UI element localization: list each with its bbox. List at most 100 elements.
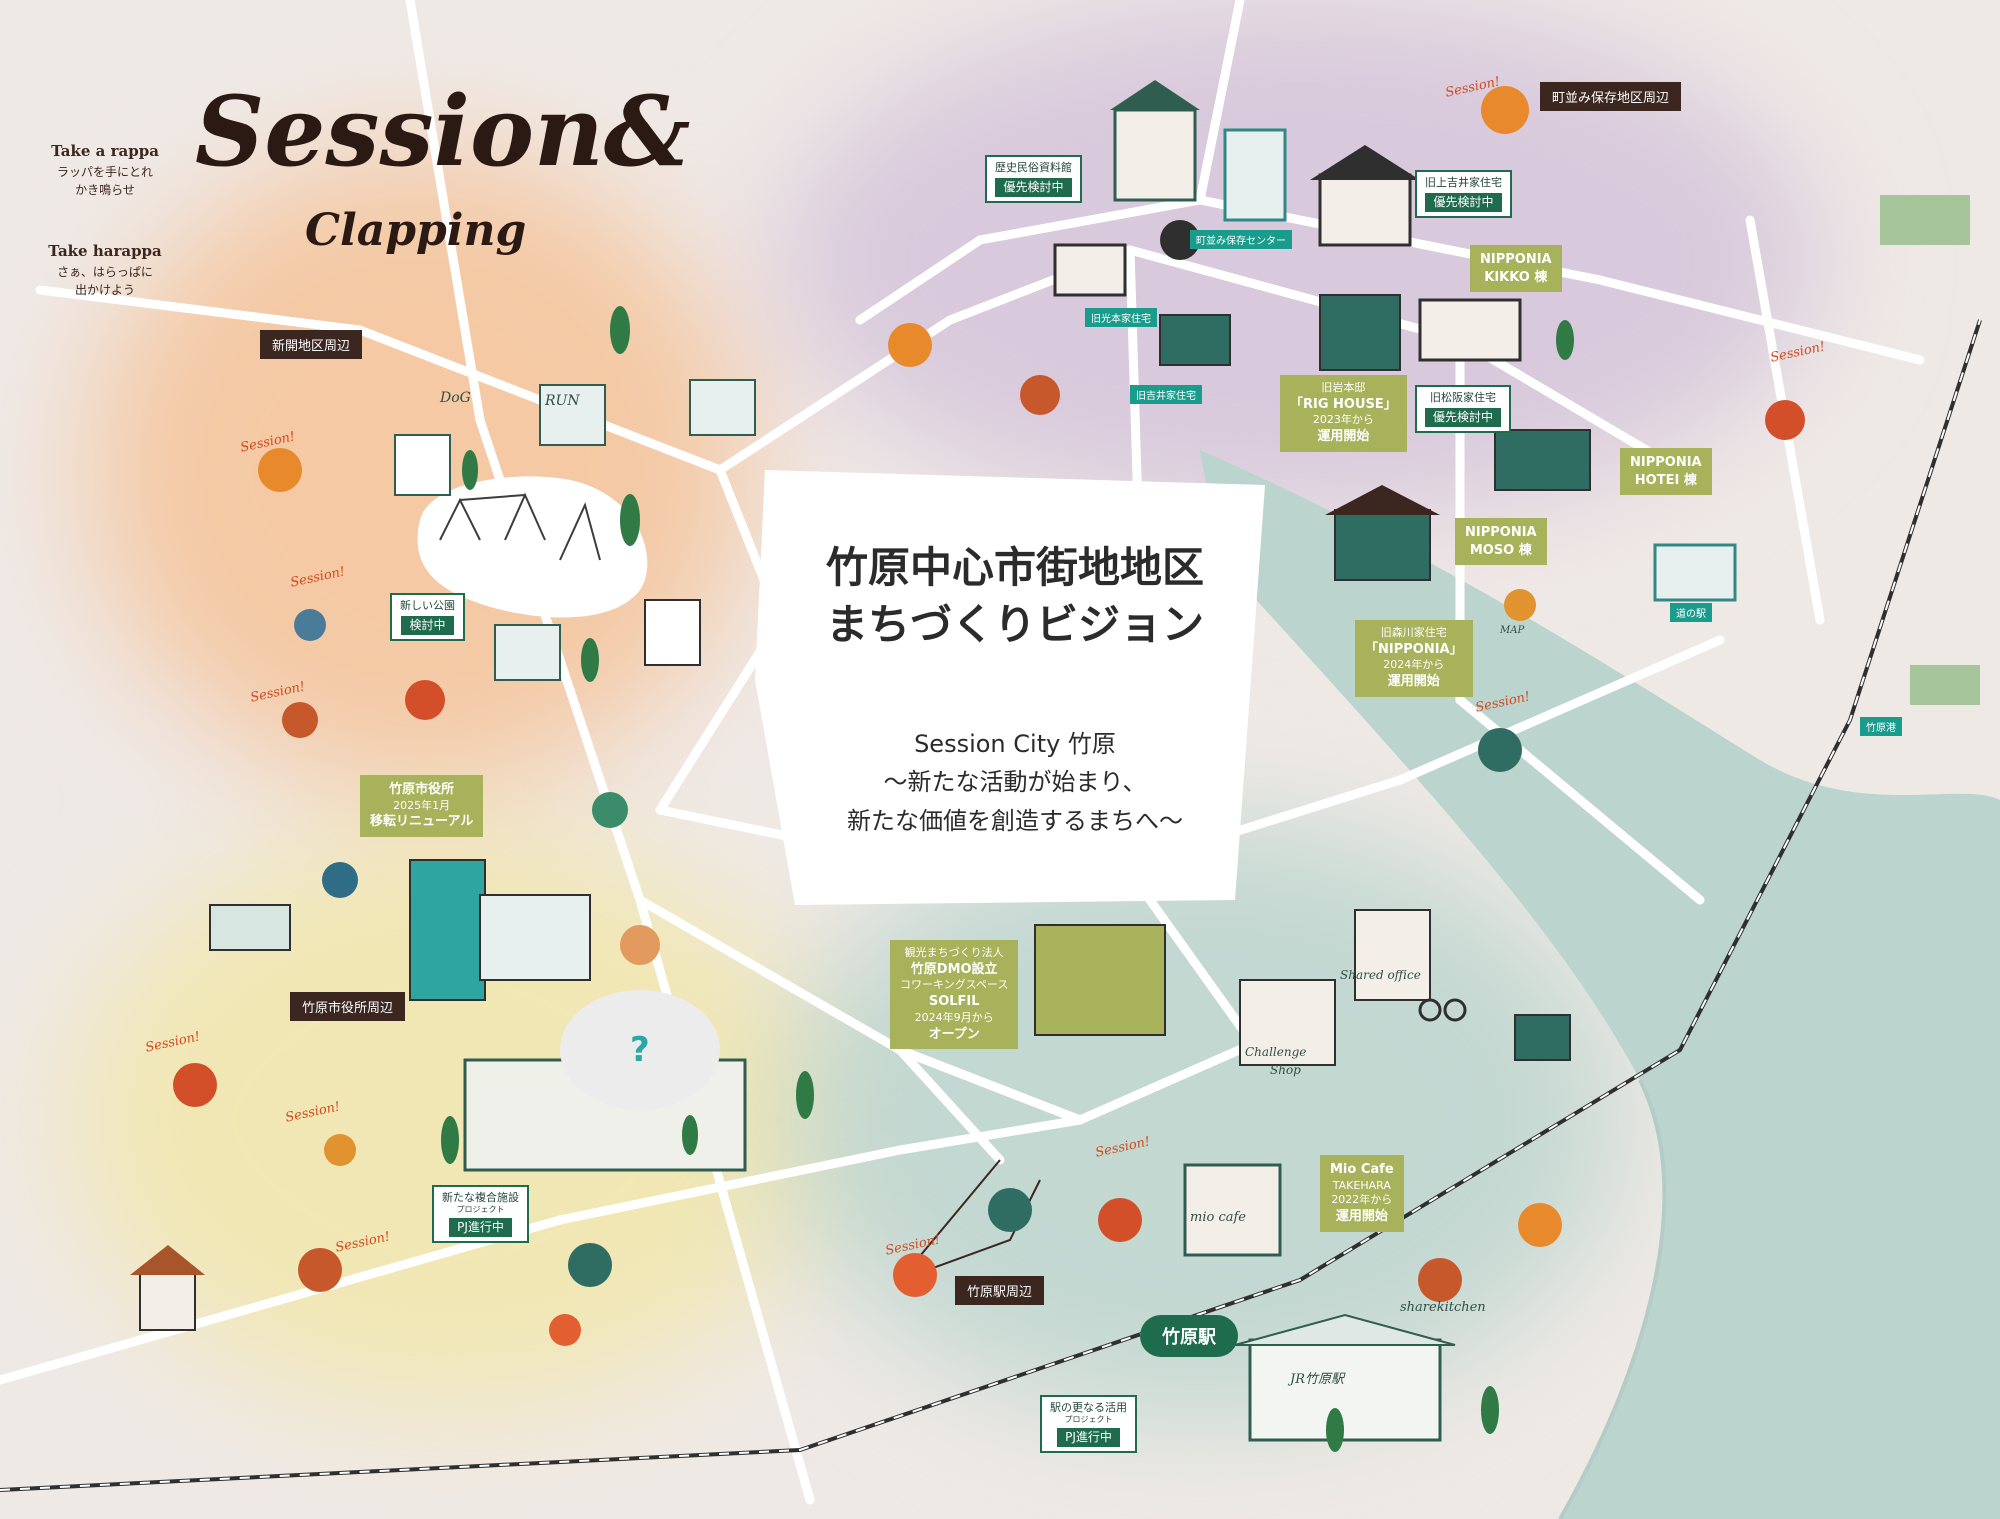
school-icon [209, 904, 291, 951]
sign-challenge-1: Challenge [1245, 1045, 1307, 1059]
bicycle-icon [1418, 998, 1467, 1022]
callout-shiyakusho-line-1: 竹原市役所 [389, 782, 455, 797]
solfil-building-icon [1034, 924, 1166, 1036]
railway-ties [0, 319, 1981, 1491]
area-label-machinami: 町並み保存地区周辺 [1540, 82, 1682, 111]
tagline-rappa-jp-1: ラッパを手にとれ [56, 164, 153, 179]
hotei-house-icon [1494, 429, 1591, 491]
tagline-harappa-jp-1: さぁ、はらっぱに [57, 264, 153, 279]
kamiyoshii-house-icon [1318, 173, 1412, 247]
yoshii-house-icon [1159, 314, 1231, 366]
callout-morikawa-line-2: 「NIPPONIA」 [1365, 641, 1463, 657]
status-koen-badge: 検討中 [401, 615, 454, 635]
people-figures [173, 86, 1805, 1346]
question-mark-icon: ? [630, 1030, 650, 1070]
status-rekishi-badge: 優先検討中 [995, 177, 1072, 197]
callout-kikko-line-2: KIKKO 棟 [1484, 269, 1548, 285]
callout-miocafe-line-4: 運用開始 [1335, 1209, 1388, 1225]
callout-dmo-line-2: 竹原DMO設立 [910, 961, 998, 977]
callout-rig-house: 旧岩本邸 「RIG HOUSE」 2023年から 運用開始 [1280, 375, 1407, 452]
status-kyu-kamiyoshii: 旧上吉井家住宅 優先検討中 [1415, 170, 1512, 218]
sign-map: MAP [1500, 625, 1525, 636]
road-10 [1455, 335, 1705, 905]
callout-rig-line-2: 「RIG HOUSE」 [1290, 396, 1397, 412]
page-title: 竹原中心市街地地区 まちづくりビジョン [745, 540, 1285, 653]
callout-nipponia-hotei: NIPPONIA HOTEI 棟 [1620, 448, 1712, 496]
callout-hotei-line-1: NIPPONIA [1630, 455, 1702, 470]
house-icon [689, 379, 756, 436]
callout-morikawa-line-1: 旧森川家住宅 [1380, 626, 1447, 639]
house-icon [539, 384, 606, 446]
title-line-2: まちづくりビジョン [825, 599, 1204, 649]
mitsumoto-house-icon [1053, 243, 1127, 297]
hotel-icon [1880, 195, 1970, 245]
tagline-rappa: Take a rappa ラッパを手にとれ かき鳴らせ [40, 140, 170, 199]
road-13 [895, 1045, 1005, 1165]
callout-morikawa-line-3: 2024年から [1383, 658, 1445, 672]
tag-kyu-mitsumoto: 旧光本家住宅 [1085, 308, 1157, 327]
port-building-icon [1910, 665, 1980, 705]
callout-dmo-line-1: 観光まちづくり法人 [904, 946, 1004, 959]
callout-shiyakusho: 竹原市役所 2025年1月 移転リニューアル [360, 775, 484, 837]
trees [441, 306, 1574, 1452]
area-label-shiyakusho: 竹原市役所周辺 [290, 992, 406, 1021]
sign-jr-station: JR竹原駅 [1290, 1372, 1344, 1387]
sign-dog: DoG [440, 390, 471, 406]
slide-icon [559, 502, 601, 561]
callout-moso-line-2: MOSO 棟 [1469, 542, 1532, 558]
tagline-harappa: Take harappa さぁ、はらっぱに 出かけよう [40, 240, 170, 299]
buildings [130, 80, 1980, 1442]
status-rekishi: 歴史民俗資料館 優先検討中 [985, 155, 1082, 203]
callout-miocafe-line-1: Mio Cafe [1330, 1162, 1394, 1177]
status-fukugo-badge: PJ進行中 [449, 1217, 512, 1237]
callout-dmo-line-5: 2024年9月から [914, 1010, 994, 1024]
callout-dmo-solfil: 観光まちづくり法人 竹原DMO設立 コワーキングスペース SOLFIL 2024… [890, 940, 1019, 1050]
sign-shared-office: Shared office [1340, 968, 1421, 982]
tagline-rappa-jp-2: かき鳴らせ [75, 182, 135, 197]
status-kyu-matsuzaka-title: 旧松阪家住宅 [1430, 391, 1496, 404]
subtitle-line-2: ～新たな活動が始まり、 [883, 768, 1147, 797]
swing-icon [439, 492, 546, 541]
logo-session: Session& [195, 75, 691, 188]
tag-kyu-yoshii: 旧吉井家住宅 [1130, 385, 1202, 404]
mio-cafe-icon [1183, 1163, 1282, 1257]
callout-kikko-line-1: NIPPONIA [1480, 252, 1552, 267]
subtitle-line-3: 新たな価値を創造するまちへ～ [847, 806, 1183, 835]
callout-shiyakusho-line-3: 移転リニューアル [370, 814, 474, 830]
callout-miocafe-line-2: TAKEHARA [1332, 1178, 1391, 1192]
museum-building-icon [1223, 128, 1287, 222]
status-kyu-kamiyoshii-badge: 優先検討中 [1425, 192, 1502, 212]
river [1200, 450, 2000, 1519]
status-koen-title: 新しい公園 [400, 599, 455, 612]
callout-shiyakusho-line-2: 2025年1月 [393, 798, 451, 812]
road-2 [0, 1005, 1335, 1385]
callout-rig-line-3: 2023年から [1312, 413, 1374, 427]
sign-mio-cafe: mio cafe [1190, 1210, 1246, 1225]
tagline-rappa-en: Take a rappa [51, 142, 159, 160]
logo-clapping: Clapping [305, 205, 527, 256]
matsuzaka-house-icon [1418, 298, 1522, 362]
status-rekishi-title: 歴史民俗資料館 [995, 161, 1072, 174]
subtitle-line-1: Session City 竹原 [914, 730, 1116, 758]
rekishi-building-icon [1113, 108, 1197, 202]
status-eki: 駅の更なる活用 プロジェクト PJ進行中 [1040, 1395, 1137, 1453]
jr-station-icon [1248, 1338, 1442, 1442]
shared-office-icon [1354, 909, 1431, 1001]
house-icon [1514, 1014, 1571, 1061]
city-hall-icon [409, 859, 486, 1001]
callout-nipponia-kikko: NIPPONIA KIKKO 棟 [1470, 245, 1562, 293]
house-icon [644, 599, 701, 666]
shrine-icon [139, 1269, 196, 1331]
house-icon [394, 434, 451, 496]
challenge-shop-icon [1239, 979, 1336, 1066]
callout-moso-line-1: NIPPONIA [1465, 525, 1537, 540]
sign-sharekitchen: sharekitchen [1400, 1300, 1486, 1315]
title-line-1: 竹原中心市街地地区 [825, 543, 1204, 592]
house-icon [494, 624, 561, 681]
status-kyu-kamiyoshii-title: 旧上吉井家住宅 [1425, 176, 1502, 189]
status-eki-title: 駅の更なる活用 [1050, 1401, 1127, 1414]
title-panel [755, 470, 1265, 905]
tag-michi-no-eki: 道の駅 [1670, 603, 1712, 622]
